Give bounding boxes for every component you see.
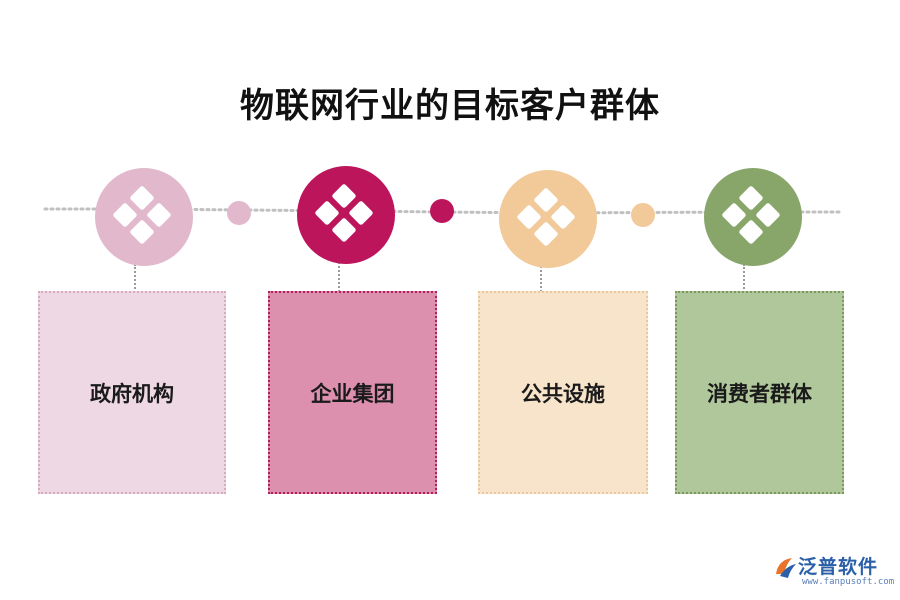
page-title: 物联网行业的目标客户群体 <box>240 86 660 126</box>
node-connector-2 <box>338 262 340 304</box>
node-circle-1 <box>95 168 193 266</box>
node-card-4: 消费者群体 <box>675 291 844 494</box>
logo-url: www.fanpusoft.com <box>802 577 895 587</box>
node-circle-3 <box>499 170 597 268</box>
connector-dot-3 <box>631 203 655 227</box>
diamond-cluster-icon <box>517 188 575 246</box>
diamond-cluster-icon <box>113 186 171 244</box>
connector-dot-1 <box>227 201 251 225</box>
node-card-1: 政府机构 <box>38 291 226 494</box>
diamond-cluster-icon <box>315 184 373 242</box>
diamond-cluster-icon <box>722 186 780 244</box>
node-card-3: 公共设施 <box>478 291 648 494</box>
node-circle-4 <box>704 168 802 266</box>
node-label-2: 企业集团 <box>310 381 395 406</box>
brand-logo: 泛普软件 www.fanpusoft.com <box>772 550 895 590</box>
node-circle-2 <box>297 166 395 264</box>
logo-brand: 泛普软件 <box>798 556 879 578</box>
node-connector-1 <box>134 264 136 300</box>
connector-dot-2 <box>430 199 454 223</box>
node-card-2: 企业集团 <box>268 291 437 494</box>
fanpu-logo-icon <box>776 558 796 578</box>
node-label-1: 政府机构 <box>90 381 174 406</box>
node-label-4: 消费者群体 <box>707 381 812 406</box>
node-label-3: 公共设施 <box>521 381 605 406</box>
node-connector-3 <box>540 266 542 300</box>
node-connector-4 <box>743 264 745 304</box>
